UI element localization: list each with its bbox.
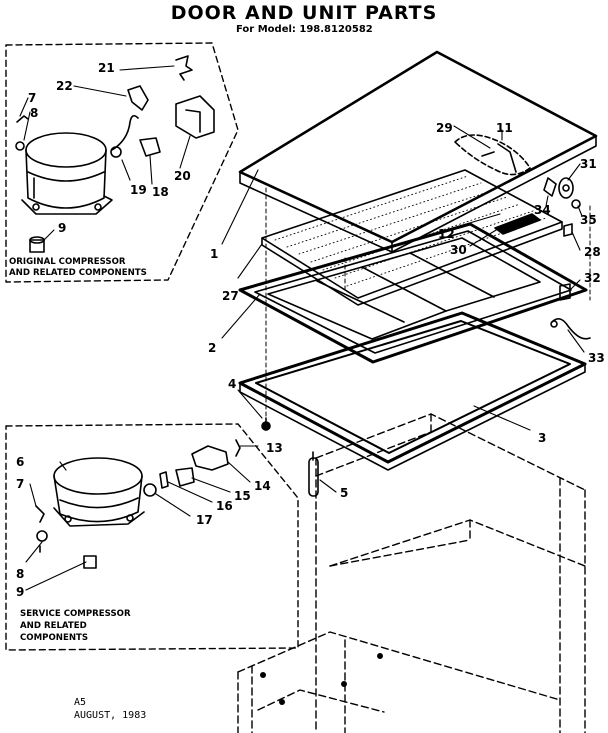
service-box-caption-line2: AND RELATED — [20, 621, 87, 631]
washer-part-8b — [36, 530, 48, 542]
callout-28: 28 — [584, 245, 601, 259]
clip-part-22 — [127, 85, 149, 111]
callout-6: 6 — [16, 455, 24, 469]
callout-9-service: 9 — [16, 585, 24, 599]
model-line: For Model: 198.8120582 — [236, 24, 373, 35]
callout-3: 3 — [538, 431, 546, 445]
door-liner — [238, 222, 588, 364]
callout-5: 5 — [340, 486, 348, 500]
callout-11: 11 — [496, 121, 513, 135]
part-35 — [571, 199, 581, 209]
footer-code: A5 — [74, 697, 87, 708]
spring-part-11 — [497, 143, 517, 173]
callout-21: 21 — [98, 61, 115, 75]
service-components-box — [5, 423, 299, 651]
callout-8-service: 8 — [16, 567, 24, 581]
callout-1: 1 — [210, 247, 218, 261]
part-32 — [559, 283, 571, 301]
callout-20: 20 — [174, 169, 191, 183]
part-28 — [563, 223, 573, 237]
part-34 — [543, 177, 557, 197]
callout-35: 35 — [580, 213, 597, 227]
clip-part-7a — [16, 115, 29, 123]
part-17 — [143, 483, 157, 497]
callout-2: 2 — [208, 341, 216, 355]
overload-part-18 — [139, 137, 161, 157]
original-compressor — [21, 132, 113, 215]
callout-8-original: 8 — [30, 106, 38, 120]
door-gasket — [238, 311, 587, 471]
bracket-part-5 — [308, 451, 319, 497]
bracket-part-21 — [175, 55, 193, 81]
callout-27: 27 — [222, 289, 239, 303]
callout-29: 29 — [436, 121, 453, 135]
callout-4: 4 — [228, 377, 236, 391]
footer-date: AUGUST, 1983 — [74, 710, 147, 721]
callout-13: 13 — [266, 441, 283, 455]
cover-part-20 — [175, 95, 215, 139]
callout-22: 22 — [56, 79, 73, 93]
relay-part-15 — [175, 467, 195, 487]
service-compressor — [53, 457, 145, 527]
clip-part-7b — [35, 505, 45, 523]
part-16 — [159, 471, 169, 489]
callout-15: 15 — [234, 489, 251, 503]
callout-14: 14 — [254, 479, 271, 493]
grommet-part-9b — [83, 555, 97, 569]
grommet-part-9a — [29, 236, 45, 253]
callout-16: 16 — [216, 499, 233, 513]
callout-9-original: 9 — [58, 221, 66, 235]
callout-18: 18 — [152, 185, 169, 199]
part-13 — [235, 439, 241, 457]
screw-part-4 — [261, 417, 271, 431]
washer-part-8a — [15, 141, 25, 151]
service-box-caption-line3: COMPONENTS — [20, 633, 88, 643]
callout-12: 12 — [438, 227, 455, 241]
original-box-caption-line1: ORIGINAL COMPRESSOR — [9, 257, 126, 267]
callout-32: 32 — [584, 271, 601, 285]
callout-30: 30 — [450, 243, 467, 257]
service-box-caption-line1: SERVICE COMPRESSOR — [20, 609, 131, 619]
part-33 — [551, 318, 591, 340]
callout-7-service: 7 — [16, 477, 24, 491]
knob-part-31 — [558, 177, 574, 199]
callout-33: 33 — [588, 351, 605, 365]
hinge-part-29 — [454, 134, 531, 176]
original-box-caption-line2: AND RELATED COMPONENTS — [9, 268, 147, 278]
callout-17: 17 — [196, 513, 213, 527]
callout-19: 19 — [130, 183, 147, 197]
diagram-title: DOOR AND UNIT PARTS — [170, 2, 438, 24]
callout-31: 31 — [580, 157, 597, 171]
original-components-box — [5, 42, 239, 283]
insulation-panel — [261, 169, 563, 306]
callout-7-original: 7 — [28, 91, 36, 105]
callout-34: 34 — [534, 203, 551, 217]
cover-part-14 — [191, 445, 229, 471]
door-lid — [238, 50, 598, 253]
relay-part-19 — [111, 114, 139, 151]
cabinet-outline — [237, 413, 586, 733]
